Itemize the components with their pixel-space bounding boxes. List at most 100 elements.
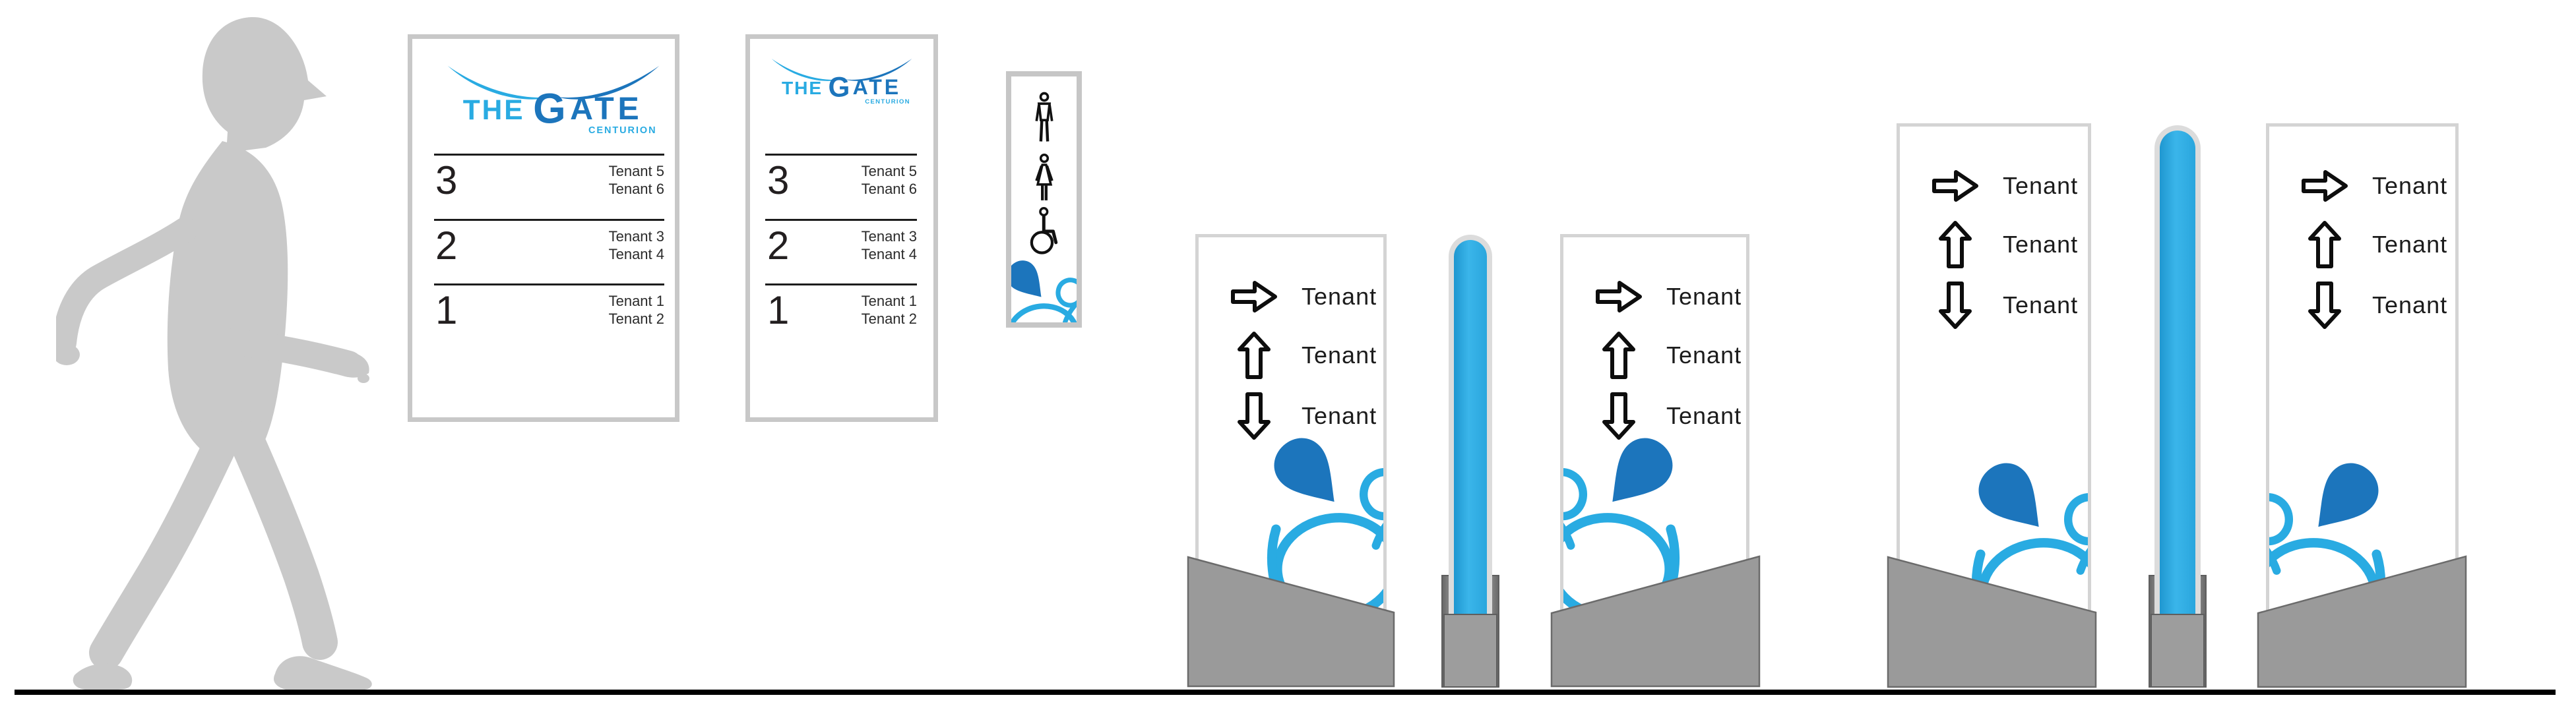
arrow-up-icon (1238, 332, 1271, 379)
tenant-line: Tenant 5 (608, 163, 664, 179)
directory-sign-small: THE G ATE CENTURION 3 Tenant 5 Tenant 6 … (745, 34, 938, 422)
tenant-line: Tenant 1 (608, 293, 664, 309)
logo-gate-g: G (533, 85, 566, 133)
floor-tenant-list: Tenant 1 Tenant 2 (862, 292, 917, 328)
direction-row: Tenant (1900, 277, 2088, 334)
the-gate-logo: THE G ATE CENTURION (447, 65, 660, 136)
tenant-label: Tenant (1666, 341, 1742, 369)
tenant-line: Tenant 3 (861, 228, 917, 245)
tenant-line: Tenant 3 (608, 228, 664, 245)
logo-centurion: CENTURION (588, 125, 657, 136)
floor-tenant-list: Tenant 3 Tenant 4 (862, 227, 917, 263)
blue-pylon-tall (2154, 125, 2201, 666)
floor-number: 3 (767, 158, 790, 202)
monolith-sign-4: Tenant Tenant Tenant (2266, 123, 2459, 632)
tenant-line: Tenant 4 (608, 246, 664, 262)
monolith-base-1 (1187, 556, 1395, 688)
logo-gate-ate: ATE (570, 91, 643, 127)
direction-row: Tenant (2269, 163, 2455, 208)
silhouette-hand (338, 351, 369, 378)
ground-line (15, 690, 2556, 695)
tenant-label: Tenant (2372, 291, 2448, 318)
arrow-right-icon (1596, 281, 1642, 312)
tenant-line: Tenant 5 (861, 163, 917, 179)
arrow-up-icon (1939, 221, 1972, 268)
tenant-line: Tenant 6 (861, 181, 917, 197)
human-silhouette (56, 16, 372, 690)
direction-row: Tenant (2269, 216, 2455, 273)
floor-tenant-list: Tenant 1 Tenant 2 (609, 292, 664, 328)
water-drop (2318, 463, 2379, 527)
floor-tenant-list: Tenant 3 Tenant 4 (609, 227, 664, 263)
floor-divider (434, 283, 664, 285)
logo-swoosh-right (844, 59, 912, 81)
pylon-socket-front (2151, 614, 2205, 688)
arrow-down-icon (1939, 282, 1972, 329)
blue-pylon-short (1449, 235, 1492, 666)
direction-row: Tenant (1563, 274, 1746, 319)
arrow-right-icon (2302, 170, 2348, 202)
restroom-sign (1006, 71, 1082, 328)
logo-gate-ate: ATE (853, 75, 901, 99)
silhouette-back-leg (89, 423, 239, 670)
logo-swoosh-left (447, 65, 553, 100)
silhouette-torso (167, 141, 288, 452)
tenant-label: Tenant (1666, 283, 1742, 310)
floor-number: 1 (767, 288, 790, 332)
tenant-label: Tenant (1302, 402, 1377, 429)
pylon-socket-front (1443, 614, 1497, 688)
direction-row: Tenant (2269, 277, 2455, 334)
floor-divider (765, 154, 917, 156)
floor-number: 1 (435, 288, 458, 332)
monolith-sign-3: Tenant Tenant Tenant (1897, 123, 2091, 632)
silhouette-back-shoe (73, 663, 133, 690)
direction-row: Tenant (1199, 388, 1383, 444)
floor-number: 2 (435, 223, 458, 268)
splash-curl (2063, 493, 2088, 575)
direction-row: Tenant (1199, 274, 1383, 319)
direction-row: Tenant (1900, 216, 2088, 273)
logo-the: THE (463, 95, 525, 126)
splash-curl (1359, 468, 1383, 550)
tenant-label: Tenant (2003, 291, 2079, 318)
directory-sign-large: THE G ATE CENTURION 3 Tenant 5 Tenant 6 … (408, 34, 679, 422)
splash-curl (2269, 493, 2294, 575)
logo-the: THE (782, 77, 823, 98)
floor-divider (765, 219, 917, 221)
silhouette-front-arm (220, 328, 362, 377)
logo-centurion: CENTURION (865, 98, 910, 105)
arrow-down-icon (1602, 392, 1635, 440)
logo-swoosh-left (771, 59, 841, 81)
arrow-down-icon (2308, 282, 2341, 329)
tenant-line: Tenant 6 (608, 181, 664, 197)
arrow-up-icon (2308, 221, 2341, 268)
monolith-base-3 (1887, 556, 2097, 688)
tenant-line: Tenant 2 (861, 311, 917, 327)
water-drop (1274, 438, 1335, 502)
direction-row: Tenant (1199, 327, 1383, 384)
direction-row: Tenant (1563, 327, 1746, 384)
floor-tenant-list: Tenant 5 Tenant 6 (862, 162, 917, 198)
tenant-label: Tenant (1666, 402, 1742, 429)
silhouette-back-arm (56, 217, 198, 355)
arrow-down-icon (1238, 392, 1271, 440)
logo-swoosh-right (557, 65, 660, 100)
tenant-line: Tenant 2 (608, 311, 664, 327)
floor-number: 3 (435, 158, 458, 202)
floor-tenant-list: Tenant 5 Tenant 6 (609, 162, 664, 198)
female-icon (1034, 154, 1053, 200)
splash-curl (1563, 468, 1588, 550)
direction-row: Tenant (1563, 388, 1746, 444)
floor-divider (434, 219, 664, 221)
tenant-line: Tenant 4 (861, 246, 917, 262)
tenant-label: Tenant (2372, 172, 2448, 199)
silhouette-front-leg (228, 421, 338, 660)
water-drop (1612, 438, 1673, 502)
tenant-line: Tenant 1 (861, 293, 917, 309)
splash-logo (1011, 258, 1077, 322)
tenant-label: Tenant (2003, 172, 2079, 199)
monolith-base-2 (1550, 555, 1761, 688)
monolith-base-4 (2257, 555, 2467, 688)
silhouette-head (202, 16, 327, 153)
